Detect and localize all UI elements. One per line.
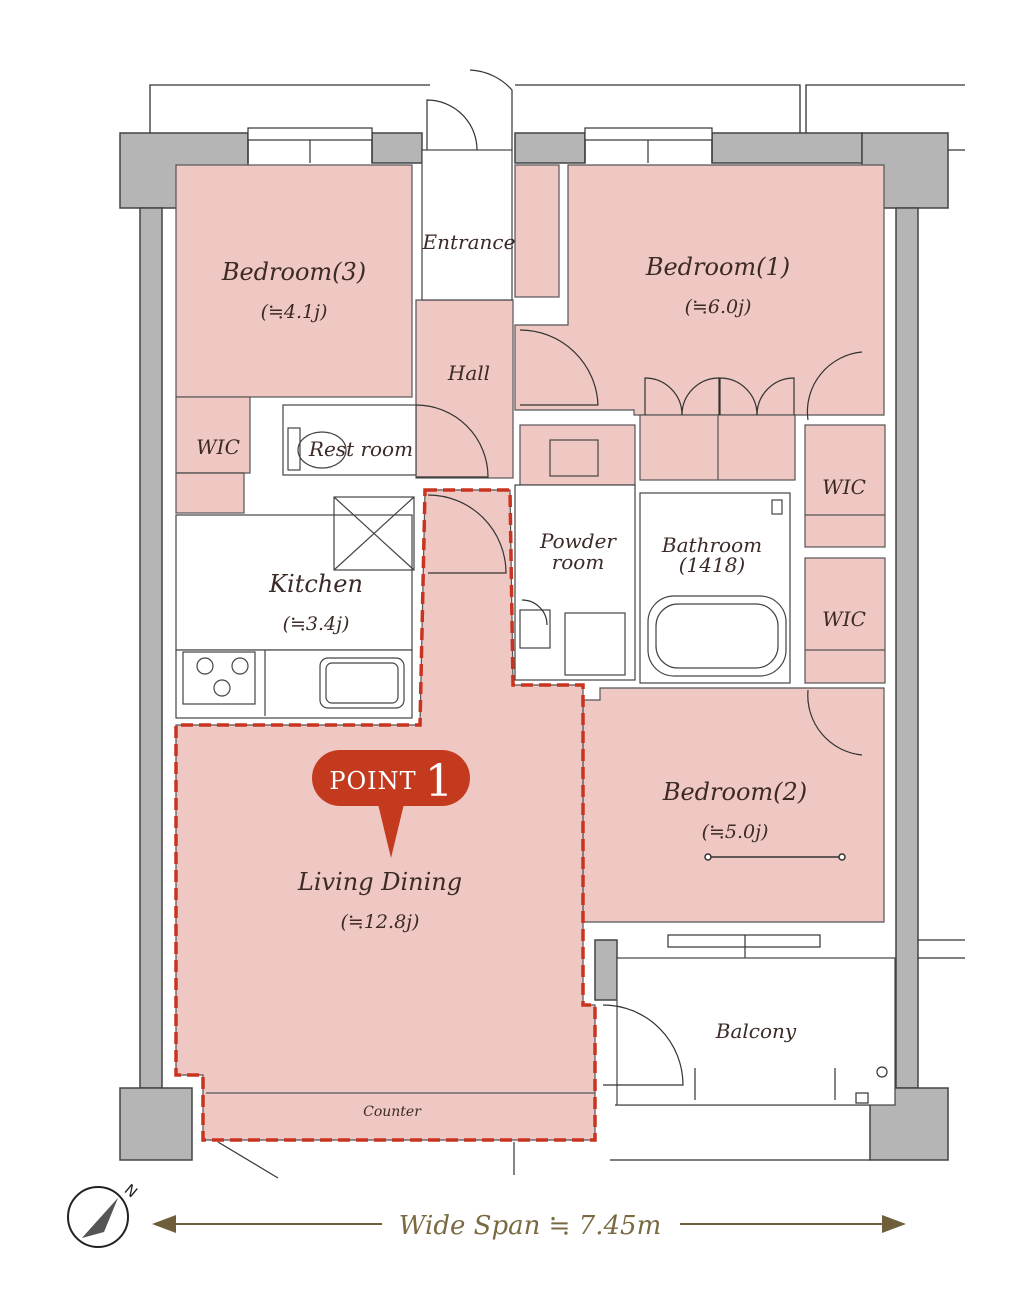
balcony-area	[616, 957, 896, 1106]
closet-rod	[704, 853, 846, 861]
point-badge: POINT 1	[312, 750, 470, 858]
room-fills	[175, 164, 886, 1141]
wic-right-top-label: WIC	[822, 475, 866, 499]
kitchen-area	[175, 514, 413, 651]
powder-area	[514, 484, 636, 681]
point-badge-word: POINT	[329, 767, 416, 795]
bathroom-label-line2: (1418)	[679, 553, 746, 577]
bedroom1-label: Bedroom(1)	[645, 253, 790, 281]
bathtub	[647, 499, 787, 677]
kitchen-fixtures	[182, 496, 415, 716]
bathroom-label-line1: Bathroom	[661, 533, 762, 557]
wic-right-bottom-label: WIC	[822, 607, 866, 631]
hall-area	[415, 299, 514, 479]
entrance-label: Entrance	[422, 230, 516, 254]
door-swings	[217, 69, 863, 1179]
wide-span-dimension: Wide Span ≒ 7.45m	[152, 1211, 906, 1241]
living-dining-size: (≒12.8j)	[341, 911, 420, 933]
bedroom1-area	[514, 164, 885, 416]
bedroom3-size: (≒4.1j)	[261, 301, 328, 323]
powder-room-label-line1: Powder	[539, 529, 617, 553]
entrance-closet	[514, 164, 560, 298]
point-badge-number: 1	[425, 756, 453, 807]
span-arrow-left-head	[152, 1215, 176, 1233]
compass-icon: N	[67, 1180, 141, 1248]
bedroom2-label: Bedroom(2)	[662, 778, 807, 806]
hall-label: Hall	[447, 361, 490, 385]
living-dining-label: Living Dining	[297, 868, 462, 896]
span-arrow-right-head	[882, 1215, 906, 1233]
restroom-label: Rest room	[308, 437, 413, 461]
wic-right-bottom-area	[804, 557, 886, 684]
bathroom-area	[639, 492, 791, 684]
compass-north-label: N	[121, 1180, 141, 1201]
white-spaces	[175, 149, 896, 1106]
bedroom3-label: Bedroom(3)	[221, 258, 366, 286]
entrance-area	[421, 149, 513, 301]
powder-fixtures	[519, 439, 626, 676]
bedroom2-size: (≒5.0j)	[702, 821, 769, 843]
kitchen-size: (≒3.4j)	[283, 613, 350, 635]
toilet-fixture	[287, 427, 347, 471]
bedroom1-size: (≒6.0j)	[685, 296, 752, 318]
wic-left-area	[175, 396, 251, 474]
bedroom3-area	[175, 164, 413, 398]
kitchen-label: Kitchen	[268, 570, 363, 598]
living-dining-highlight	[174, 488, 597, 1142]
wide-span-label: Wide Span ≒ 7.45m	[399, 1211, 661, 1241]
balcony-details	[694, 1066, 888, 1104]
powder-room-label-line2: room	[552, 550, 605, 574]
wic-left-label: WIC	[196, 435, 240, 459]
closet-lines	[176, 415, 885, 1094]
windows	[247, 127, 821, 958]
exterior-walls	[119, 132, 949, 1161]
wic-right-top-area	[804, 424, 886, 548]
balcony-label: Balcony	[715, 1019, 797, 1043]
counter-label: Counter	[363, 1104, 422, 1120]
